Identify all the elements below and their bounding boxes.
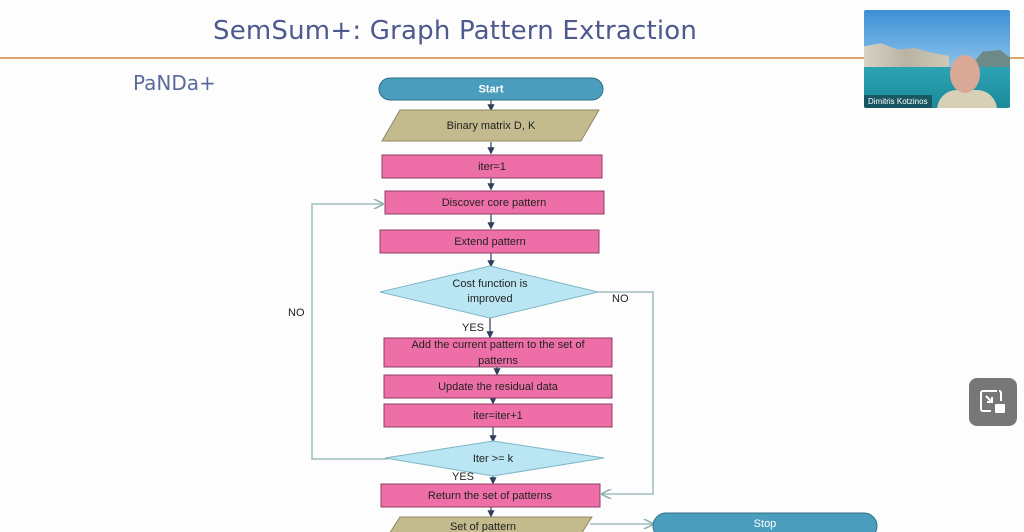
loop-connectors [311, 204, 654, 524]
loop-no-cost-to-return [598, 291, 654, 494]
update-node: Update the residual data [383, 374, 613, 399]
svg-text:Set of pattern: Set of pattern [450, 521, 516, 532]
output-node: Set of pattern [389, 516, 593, 532]
svg-text:Return the set of patterns: Return the set of patterns [428, 490, 553, 502]
return-node: Return the set of patterns [380, 483, 601, 508]
slide-subtitle: PaNDa+ [133, 71, 216, 95]
svg-text:Cost function is: Cost function is [452, 278, 528, 290]
label-yes-iter: YES [452, 471, 474, 483]
start-node: Start [378, 77, 604, 101]
svg-text:Binary matrix D, K: Binary matrix D, K [447, 120, 536, 132]
extend-node: Extend pattern [379, 229, 600, 254]
participant-body [937, 90, 997, 108]
label-yes-cost: YES [462, 322, 484, 334]
svg-text:Add the current pattern to the: Add the current pattern to the set of [411, 339, 585, 351]
label-no-right: NO [612, 293, 629, 305]
svg-text:iter=iter+1: iter=iter+1 [473, 410, 523, 422]
participant-name: Dimitris Kotzinos [864, 95, 932, 108]
picture-in-picture-exit-icon [980, 390, 1005, 413]
svg-text:Discover core pattern: Discover core pattern [442, 197, 547, 209]
input-node: Binary matrix D, K [381, 109, 600, 142]
slide-title: SemSum+: Graph Pattern Extraction [213, 16, 698, 46]
cost-decision-node: Cost function is improved [379, 265, 599, 319]
svg-text:patterns: patterns [478, 355, 518, 367]
stop-node: Stop [652, 512, 878, 532]
picture-in-picture-button[interactable] [969, 378, 1017, 426]
svg-text:improved: improved [467, 293, 512, 305]
label-no-left: NO [288, 307, 305, 319]
svg-text:Iter >= k: Iter >= k [473, 453, 514, 465]
svg-text:iter=1: iter=1 [478, 161, 506, 173]
increment-node: iter=iter+1 [383, 403, 613, 428]
participant-video-tile[interactable]: Dimitris Kotzinos [864, 10, 1010, 108]
svg-text:Start: Start [478, 83, 503, 95]
svg-text:Extend pattern: Extend pattern [454, 236, 526, 248]
loop-no-iter-to-discover [311, 204, 388, 460]
iter-decision-node: Iter >= k [384, 440, 605, 477]
main-connectors [486, 100, 501, 518]
init-node: iter=1 [381, 154, 603, 179]
discover-node: Discover core pattern [384, 190, 605, 215]
svg-text:Stop: Stop [754, 518, 777, 530]
svg-text:Update the residual data: Update the residual data [438, 381, 559, 393]
add-pattern-node: Add the current pattern to the set of pa… [383, 337, 613, 368]
title-divider [0, 57, 1024, 59]
participant-head [950, 55, 980, 93]
